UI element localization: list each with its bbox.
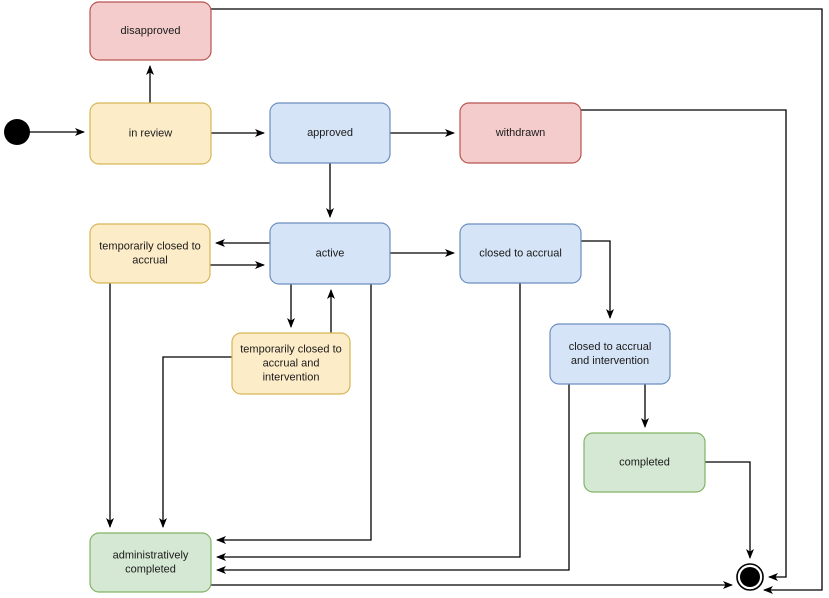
- state-node-in_review[interactable]: in review: [89, 102, 212, 165]
- state-box-temporarily_closed_to_accrual_and_intervention[interactable]: [231, 332, 351, 395]
- final-state-icon[interactable]: [740, 567, 760, 587]
- state-box-disapproved[interactable]: [89, 1, 212, 61]
- edge-closed_to_accrual_and_intervention-to-administratively_completed[interactable]: [216, 384, 570, 574]
- edge-closed_to_accrual-to-closed_to_accrual_and_intervention[interactable]: [581, 240, 614, 319]
- edges-layer: [30, 8, 823, 594]
- state-box-active[interactable]: [269, 222, 391, 285]
- state-node-withdrawn[interactable]: withdrawn: [459, 102, 582, 164]
- edge-active-to-administratively_completed[interactable]: [216, 284, 372, 544]
- state-box-approved[interactable]: [269, 102, 391, 164]
- state-box-completed[interactable]: [583, 432, 706, 493]
- edge-withdrawn-to-end[interactable]: [581, 109, 787, 581]
- edge-closed_to_accrual-to-administratively_completed[interactable]: [216, 283, 521, 561]
- initial-state-icon[interactable]: [4, 119, 30, 145]
- state-box-administratively_completed[interactable]: [89, 532, 212, 593]
- state-node-end[interactable]: [736, 563, 764, 591]
- edge-completed-to-end[interactable]: [705, 461, 754, 559]
- state-box-in_review[interactable]: [89, 102, 212, 165]
- state-node-disapproved[interactable]: disapproved: [89, 1, 212, 61]
- state-node-completed[interactable]: completed: [583, 432, 706, 493]
- state-box-temporarily_closed_to_accrual[interactable]: [89, 223, 211, 284]
- nodes-layer: disapproved in review approved withdrawn tem…: [4, 1, 764, 593]
- state-node-approved[interactable]: approved: [269, 102, 391, 164]
- state-box-closed_to_accrual[interactable]: [459, 223, 582, 284]
- state-node-closed_to_accrual[interactable]: closed to accrual: [459, 223, 582, 284]
- edge-temporarily_closed_to_accrual_and_intervention-to-administratively_completed[interactable]: [159, 356, 232, 528]
- state-box-closed_to_accrual_and_intervention[interactable]: [549, 323, 671, 385]
- state-node-active[interactable]: active: [269, 222, 391, 285]
- state-box-withdrawn[interactable]: [459, 102, 582, 164]
- edge-disapproved-to-end[interactable]: [211, 8, 823, 594]
- state-node-start[interactable]: [4, 119, 30, 145]
